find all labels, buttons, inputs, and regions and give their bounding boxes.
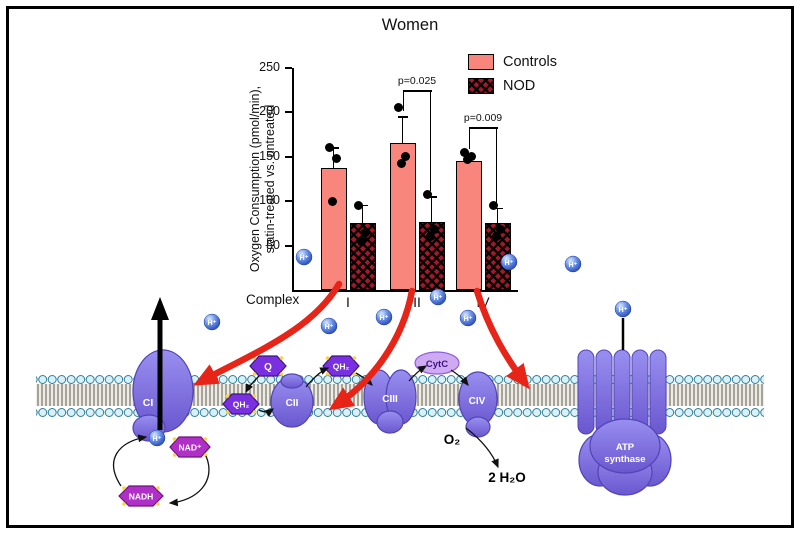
sig-bracket-right [496,127,498,203]
data-point [394,103,403,113]
legend-swatch-controls [468,54,494,70]
y-tick [285,67,292,69]
x-category-label: I [346,294,350,310]
bar-nod-II [418,221,445,290]
legend-row-nod: NOD [468,78,557,94]
bar-controls-IV [455,161,482,290]
error-bar [401,116,404,144]
data-point [354,201,363,211]
y-tick [285,111,292,114]
error-bar [361,205,364,224]
y-tick [285,155,292,158]
data-point [325,143,334,153]
y-tick-label: 100 [259,193,280,208]
y-tick-label: 150 [259,148,280,163]
data-point [423,189,432,199]
data-point [463,154,472,164]
sig-label: p=0.009 [463,112,503,125]
data-point [397,159,406,169]
x-axis [292,290,518,292]
data-point [492,232,501,242]
data-point [357,236,366,246]
data-point [328,196,337,206]
error-bar [496,208,499,224]
data-point [426,232,435,242]
sig-bracket-right [430,90,432,192]
x-category-label: IV [476,294,490,310]
error-bar [430,196,433,222]
data-point [361,227,370,237]
sig-label: p=0.025 [397,75,437,88]
error-bar-cap [397,116,408,118]
data-point [489,201,498,211]
bar-controls-I [320,168,347,290]
sig-bracket-left [468,127,470,149]
legend-row-controls: Controls [468,54,557,70]
error-bar-cap [426,195,437,198]
x-category-label: II [413,294,421,310]
y-axis [292,68,294,290]
data-point [430,225,439,235]
error-bar-cap [492,207,503,210]
data-point [401,152,410,162]
data-point [496,225,505,235]
legend-label-controls: Controls [503,54,557,70]
sig-bracket-left [402,90,404,112]
sig-bracket [402,90,432,92]
chart-legend: Controls NOD [468,54,557,102]
legend-label-nod: NOD [503,78,536,94]
legend-swatch-nod [468,78,494,94]
y-tick-label: 250 [259,60,280,74]
y-tick [285,200,292,203]
data-point [460,147,469,157]
sig-bracket [468,127,498,129]
y-tick-label: 200 [259,104,280,119]
y-tick-label: 50 [266,237,280,252]
data-point [332,154,341,164]
chart-title: Women [381,16,439,34]
y-tick [285,244,292,247]
figure-border [6,6,794,528]
